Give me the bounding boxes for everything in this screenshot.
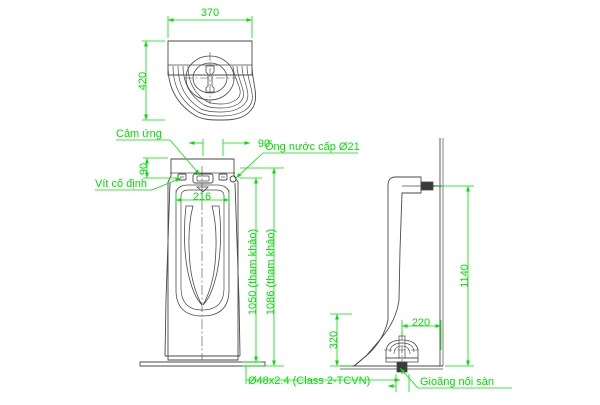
side-view-profile-right	[353, 176, 422, 367]
front-view-inlet-marker	[195, 186, 209, 193]
front-view-fin-right	[202, 205, 221, 306]
top-view-contour-3	[177, 65, 249, 113]
top-view-drain-slot	[205, 65, 215, 93]
dim-label-220: 220	[412, 317, 430, 329]
side-view-profile-left	[353, 176, 397, 367]
dim-label-90-top: 90	[258, 138, 270, 150]
fixing-screw-left	[177, 173, 187, 181]
front-view-dimensions	[95, 139, 400, 384]
top-view	[167, 40, 257, 121]
top-view-rear-block	[167, 40, 253, 76]
sensor-window-inner	[196, 175, 210, 182]
top-view-contour-2	[172, 65, 253, 117]
dim-label-320: 320	[328, 331, 340, 349]
top-view-outer-contour	[167, 65, 257, 121]
top-view-contour-4	[182, 65, 244, 109]
label-fixing-screw: Vít cố định	[95, 178, 147, 190]
label-floor-gasket: Gioăng nối sàn	[420, 376, 494, 388]
side-view-drain-dome	[385, 339, 419, 359]
label-water-supply: Ống nước cấp Ø21	[265, 139, 360, 153]
top-view-dimensions	[142, 16, 253, 121]
top-view-contour-5	[187, 65, 241, 105]
water-supply-hole	[229, 175, 237, 183]
side-view-drain-neck	[398, 335, 406, 359]
side-view-wall-bracket	[420, 181, 434, 191]
sensor-window	[192, 173, 214, 184]
dim-label-1086: 1086 (tham khảo)	[265, 229, 277, 315]
front-view-bowl-recess	[175, 184, 230, 317]
label-drain-pipe: Ø48x2.4 (Class 2-TCVN)	[248, 375, 370, 387]
dim-label-90-left: 90	[138, 163, 150, 175]
dim-label-370: 370	[201, 7, 219, 19]
front-view-bowl-lip	[180, 189, 225, 311]
dim-label-1140: 1140	[459, 264, 471, 288]
dim-label-1050: 1050 (tham khảo)	[247, 229, 259, 315]
front-view-left-taper	[164, 182, 171, 357]
leader-screw-line	[151, 177, 182, 191]
side-view-drain-flange	[385, 357, 419, 363]
dim-label-420: 420	[137, 72, 149, 90]
side-view-dimensions	[330, 185, 512, 392]
leader-water-line	[235, 152, 264, 179]
leader-sensor-line	[169, 139, 201, 176]
front-view-right-taper	[234, 182, 241, 357]
dim-label-216: 216	[193, 191, 211, 203]
side-view	[340, 138, 444, 374]
fixing-screw-right	[218, 173, 228, 181]
label-sensor: Cảm ứng	[116, 128, 162, 140]
